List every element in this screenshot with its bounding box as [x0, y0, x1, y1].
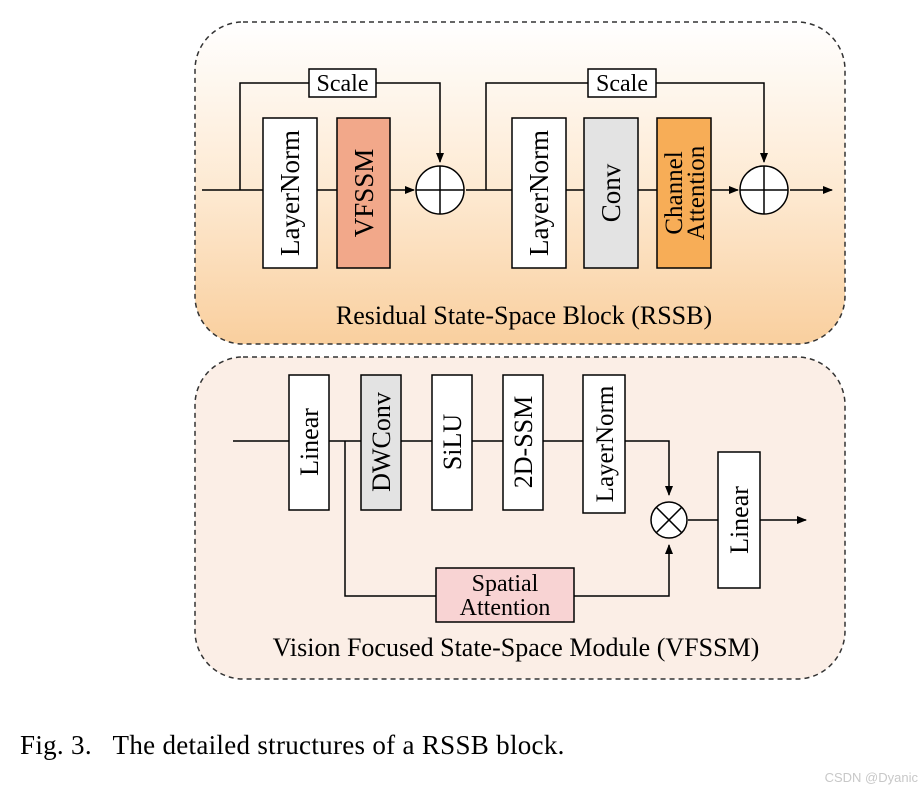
vfssm-title: Vision Focused State-Space Module (VFSSM…: [273, 633, 760, 662]
sum-operator-1: [415, 165, 465, 215]
rssb-layernorm-1-block: [262, 117, 318, 269]
multiply-operator: [650, 501, 688, 539]
rssb-title: Residual State-Space Block (RSSB): [336, 301, 712, 330]
rssb-layernorm-2-block: [511, 117, 567, 269]
watermark: CSDN @Dyanic: [824, 770, 918, 785]
vfssm-dwconv-block: [360, 374, 402, 511]
scale-box-2: [587, 68, 657, 98]
vfssm-spatial-attention-label-1: Spatial: [472, 571, 539, 597]
vfssm-silu-label: SiLU: [438, 414, 467, 471]
scale-box-1: [308, 68, 377, 98]
vfssm-2d-ssm-label: 2D-SSM: [509, 396, 538, 488]
vfssm-dwconv-label: DWConv: [367, 392, 396, 492]
vfssm-panel-background: [194, 356, 846, 680]
rssb-conv-label: Conv: [596, 163, 626, 222]
vfssm-spatial-attention-block: [435, 567, 575, 623]
rssb-layernorm-1-label: LayerNorm: [275, 130, 305, 256]
scale-label-2: Scale: [596, 71, 648, 97]
rssb-channel-attention-label-2: Attention: [683, 145, 710, 240]
vfssm-linear-1-block: [288, 374, 330, 511]
rssb-panel: Scale Scale LayerNorm VFSSM LayerNorm Co…: [194, 21, 846, 345]
vfssm-linear-2-label: Linear: [725, 486, 754, 554]
rssb-channel-attention-label-1: Channel: [661, 151, 688, 234]
vfssm-2d-ssm-block: [502, 374, 544, 511]
vfssm-silu-block: [431, 374, 473, 511]
vfssm-spatial-attention-label-2: Attention: [460, 595, 551, 621]
rssb-channel-attention-block: [656, 117, 712, 269]
sum-operator-2: [739, 165, 789, 215]
scale-label-1: Scale: [317, 71, 369, 97]
figure-caption: Fig. 3. The detailed structures of a RSS…: [20, 730, 565, 760]
vfssm-layernorm-block: [582, 374, 626, 514]
vfssm-linear-2-block: [717, 451, 761, 589]
vfssm-layernorm-label: LayerNorm: [592, 385, 619, 502]
vfssm-panel: Linear DWConv SiLU 2D-SSM LayerNorm Line…: [194, 356, 846, 680]
vfssm-linear-1-label: Linear: [295, 408, 324, 476]
rssb-layernorm-2-label: LayerNorm: [524, 130, 554, 256]
rssb-vfssm-block: [336, 117, 391, 269]
rssb-conv-block: [583, 117, 639, 269]
rssb-vfssm-label: VFSSM: [349, 149, 379, 238]
